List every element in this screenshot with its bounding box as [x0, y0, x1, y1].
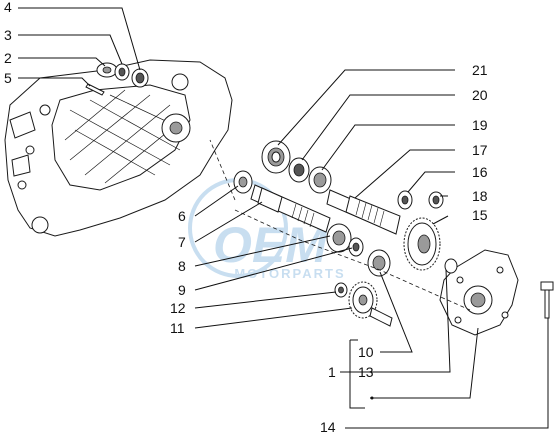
callout-4: 4 [4, 0, 12, 15]
callout-9: 9 [178, 282, 186, 298]
watermark-brand: OEM [213, 217, 328, 273]
callout-7: 7 [178, 234, 186, 250]
callout-21: 21 [472, 62, 488, 78]
callout-6: 6 [178, 208, 186, 224]
callout-1: 1 [328, 364, 336, 380]
callout-15: 15 [472, 207, 488, 223]
part-bearing-10 [367, 249, 391, 277]
callout-3: 3 [4, 27, 12, 43]
part-washer-12 [334, 282, 348, 298]
part-seal-4 [131, 68, 149, 88]
part-washer-9 [348, 237, 364, 257]
callout-labels: 4 3 2 5 21 20 19 17 16 18 15 6 7 8 9 12 … [4, 0, 488, 433]
part-seal-3 [114, 63, 130, 81]
callout-13: 13 [358, 364, 374, 380]
callout-2: 2 [4, 50, 12, 66]
part-seal-20 [288, 157, 310, 183]
callout-10: 10 [358, 344, 374, 360]
callout-16: 16 [472, 164, 488, 180]
part-gear-6 [233, 170, 253, 194]
callout-17: 17 [472, 142, 488, 158]
callout-14: 14 [320, 419, 336, 433]
part-washer-18 [428, 191, 444, 209]
callout-12: 12 [170, 300, 186, 316]
part-gear-11 [348, 281, 393, 327]
part-bearing-21 [261, 140, 291, 174]
callout-20: 20 [472, 87, 488, 103]
part-bearing-2 [96, 62, 118, 78]
crankcase-housing [4, 59, 233, 237]
callout-8: 8 [178, 258, 186, 274]
part-washer-16 [397, 190, 413, 210]
part-bearing-8 [326, 223, 352, 253]
callout-18: 18 [472, 188, 488, 204]
part-pin-5 [85, 83, 105, 96]
watermark-subtitle: MOTORPARTS [234, 266, 345, 281]
callout-5: 5 [4, 70, 12, 86]
callout-11: 11 [170, 320, 185, 336]
part-gear-15 [403, 217, 441, 271]
watermark: OEM MOTORPARTS [188, 178, 345, 281]
part-shaft-7 [250, 184, 331, 233]
leader-lines [18, 7, 549, 429]
part-shaft-17 [326, 189, 401, 235]
part-cover-14 [439, 249, 519, 336]
part-bolt [540, 281, 554, 319]
part-washer-13 [444, 258, 458, 274]
callout-19: 19 [472, 117, 488, 133]
part-bearing-19 [308, 166, 332, 194]
